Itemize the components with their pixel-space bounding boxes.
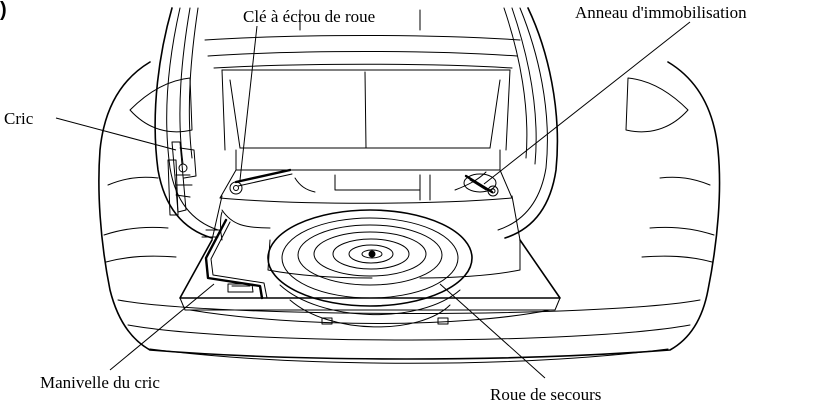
cargo-area xyxy=(211,69,521,241)
jack xyxy=(167,141,197,216)
label-jack-handle: Manivelle du cric xyxy=(40,373,160,392)
corner-mark: ) xyxy=(0,0,7,21)
label-spare-wheel: Roue de secours xyxy=(490,385,601,404)
tailgate-opening xyxy=(154,7,559,239)
leader-lines xyxy=(55,21,691,379)
floor-tray xyxy=(179,209,561,325)
label-wheel-nut-wrench: Clé à écrou de roue xyxy=(243,7,375,26)
tie-down-hook xyxy=(463,173,499,197)
label-tie-down-ring: Anneau d'immobilisation xyxy=(575,3,747,22)
label-jack: Cric xyxy=(4,109,34,128)
car-body xyxy=(98,61,721,364)
jack-handle xyxy=(201,218,268,300)
spare-wheel xyxy=(267,209,473,328)
lug-wrench xyxy=(229,168,293,195)
